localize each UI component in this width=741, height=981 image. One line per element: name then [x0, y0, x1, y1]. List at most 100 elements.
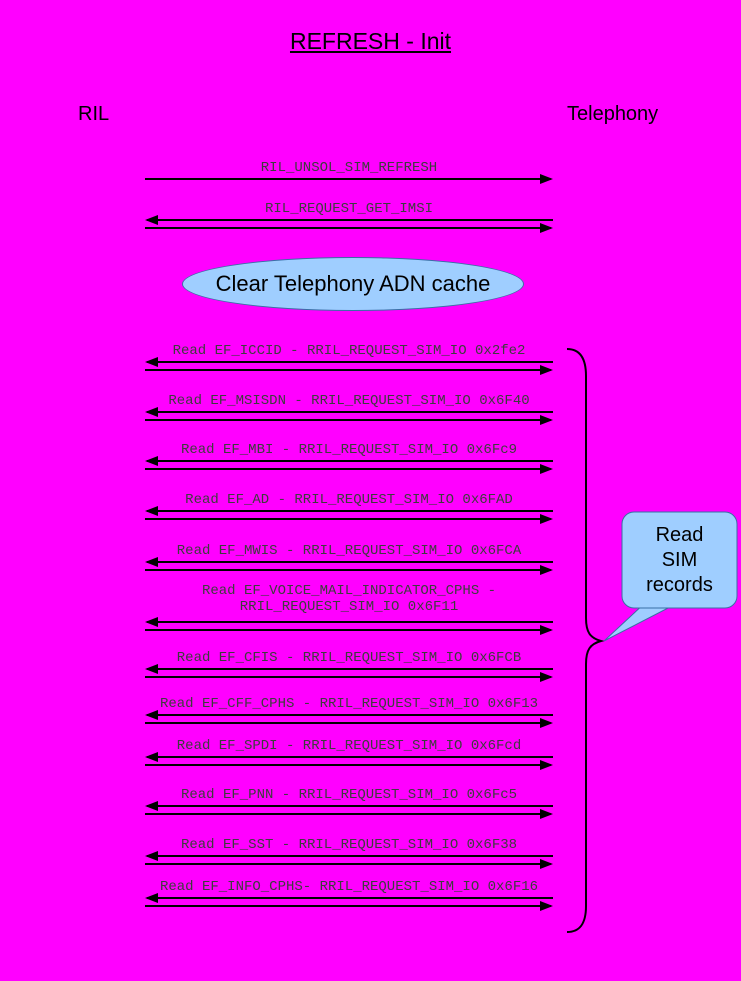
note-ellipse: Clear Telephony ADN cache: [182, 257, 524, 311]
arrow-head-icon: [540, 901, 553, 911]
arrow-to-telephony: [145, 760, 553, 770]
message-label: Read EF_MWIS - RRIL_REQUEST_SIM_IO 0x6FC…: [176, 543, 522, 559]
message-label: Read EF_SPDI - RRIL_REQUEST_SIM_IO 0x6Fc…: [176, 738, 522, 754]
message-row: Read EF_MBI - RRIL_REQUEST_SIM_IO 0x6Fc9: [145, 442, 553, 474]
message-row: Read EF_CFF_CPHS - RRIL_REQUEST_SIM_IO 0…: [145, 696, 553, 728]
message-label: Read EF_VOICE_MAIL_INDICATOR_CPHS - RRIL…: [201, 583, 497, 615]
arrow-head-icon: [540, 718, 553, 728]
arrow-shaft: [147, 219, 553, 221]
arrow-head-icon: [540, 415, 553, 425]
arrow-shaft: [147, 460, 553, 462]
arrow-head-icon: [145, 893, 158, 903]
arrow-to-telephony: [145, 625, 553, 635]
arrow-shaft: [145, 369, 551, 371]
message-row: Read EF_VOICE_MAIL_INDICATOR_CPHS - RRIL…: [145, 583, 553, 635]
arrow-to-telephony: [145, 415, 553, 425]
arrow-to-telephony: [145, 672, 553, 682]
arrow-shaft: [145, 419, 551, 421]
message-label: Read EF_INFO_CPHS- RRIL_REQUEST_SIM_IO 0…: [159, 879, 539, 895]
arrow-head-icon: [145, 851, 158, 861]
arrow-shaft: [147, 561, 553, 563]
arrow-to-telephony: [145, 464, 553, 474]
arrow-head-icon: [145, 801, 158, 811]
arrow-shaft: [147, 668, 553, 670]
note-ellipse-label: Clear Telephony ADN cache: [215, 271, 491, 296]
arrow-shaft: [145, 569, 551, 571]
message-label: Read EF_MSISDN - RRIL_REQUEST_SIM_IO 0x6…: [168, 393, 530, 409]
message-row: Read EF_CFIS - RRIL_REQUEST_SIM_IO 0x6FC…: [145, 650, 553, 682]
message-row: RIL_REQUEST_GET_IMSI: [145, 201, 553, 233]
arrow-to-ril: [145, 357, 553, 367]
arrow-to-ril: [145, 456, 553, 466]
arrow-head-icon: [145, 456, 158, 466]
message-row: Read EF_INFO_CPHS- RRIL_REQUEST_SIM_IO 0…: [145, 879, 553, 911]
message-label: Read EF_CFIS - RRIL_REQUEST_SIM_IO 0x6FC…: [176, 650, 522, 666]
arrow-to-telephony: [145, 174, 553, 184]
arrow-shaft: [145, 905, 551, 907]
arrow-head-icon: [540, 859, 553, 869]
participant-telephony: Telephony: [567, 103, 659, 125]
arrow-head-icon: [145, 407, 158, 417]
arrow-shaft: [147, 510, 553, 512]
message-row: Read EF_MWIS - RRIL_REQUEST_SIM_IO 0x6FC…: [145, 543, 553, 575]
arrow-head-icon: [145, 215, 158, 225]
arrow-to-ril: [145, 851, 553, 861]
arrow-shaft: [145, 178, 551, 180]
arrow-shaft: [147, 805, 553, 807]
arrow-shaft: [145, 468, 551, 470]
message-label: RIL_UNSOL_SIM_REFRESH: [260, 160, 438, 176]
arrow-head-icon: [540, 760, 553, 770]
message-row: RIL_UNSOL_SIM_REFRESH: [145, 160, 553, 184]
arrow-shaft: [145, 722, 551, 724]
arrow-to-ril: [145, 801, 553, 811]
message-row: Read EF_SST - RRIL_REQUEST_SIM_IO 0x6F38: [145, 837, 553, 869]
message-label: RIL_REQUEST_GET_IMSI: [264, 201, 434, 217]
message-label: Read EF_ICCID - RRIL_REQUEST_SIM_IO 0x2f…: [172, 343, 526, 359]
group-brace: [566, 348, 605, 933]
arrow-head-icon: [145, 357, 158, 367]
arrow-to-ril: [145, 617, 553, 627]
arrow-to-telephony: [145, 565, 553, 575]
arrow-head-icon: [540, 672, 553, 682]
arrow-to-ril: [145, 215, 553, 225]
arrow-shaft: [147, 897, 553, 899]
arrow-shaft: [147, 714, 553, 716]
message-label: Read EF_PNN - RRIL_REQUEST_SIM_IO 0x6Fc5: [180, 787, 518, 803]
message-label: Read EF_MBI - RRIL_REQUEST_SIM_IO 0x6Fc9: [180, 442, 518, 458]
message-label: Read EF_CFF_CPHS - RRIL_REQUEST_SIM_IO 0…: [159, 696, 539, 712]
arrow-to-telephony: [145, 809, 553, 819]
arrow-to-ril: [145, 557, 553, 567]
arrow-to-telephony: [145, 223, 553, 233]
arrow-shaft: [147, 411, 553, 413]
arrow-head-icon: [540, 464, 553, 474]
participant-ril: RIL: [78, 103, 110, 125]
arrow-head-icon: [145, 710, 158, 720]
arrow-head-icon: [540, 809, 553, 819]
arrow-head-icon: [145, 506, 158, 516]
arrow-shaft: [145, 676, 551, 678]
arrow-head-icon: [145, 752, 158, 762]
arrow-head-icon: [540, 625, 553, 635]
arrow-head-icon: [540, 514, 553, 524]
arrow-to-telephony: [145, 365, 553, 375]
arrow-head-icon: [145, 557, 158, 567]
message-row: Read EF_PNN - RRIL_REQUEST_SIM_IO 0x6Fc5: [145, 787, 553, 819]
arrow-head-icon: [540, 565, 553, 575]
message-label: Read EF_SST - RRIL_REQUEST_SIM_IO 0x6F38: [180, 837, 518, 853]
arrow-to-ril: [145, 893, 553, 903]
diagram-title: REFRESH - Init: [289, 28, 452, 54]
message-row: Read EF_AD - RRIL_REQUEST_SIM_IO 0x6FAD: [145, 492, 553, 524]
arrow-to-ril: [145, 664, 553, 674]
message-row: Read EF_SPDI - RRIL_REQUEST_SIM_IO 0x6Fc…: [145, 738, 553, 770]
arrow-head-icon: [540, 365, 553, 375]
arrow-head-icon: [540, 223, 553, 233]
arrow-shaft: [147, 621, 553, 623]
arrow-shaft: [147, 361, 553, 363]
arrow-shaft: [145, 227, 551, 229]
message-lane: RIL_UNSOL_SIM_REFRESH RIL_REQUEST_GET_IMS…: [145, 0, 553, 981]
arrow-to-telephony: [145, 859, 553, 869]
arrow-to-telephony: [145, 718, 553, 728]
arrow-to-telephony: [145, 514, 553, 524]
arrow-shaft: [145, 629, 551, 631]
